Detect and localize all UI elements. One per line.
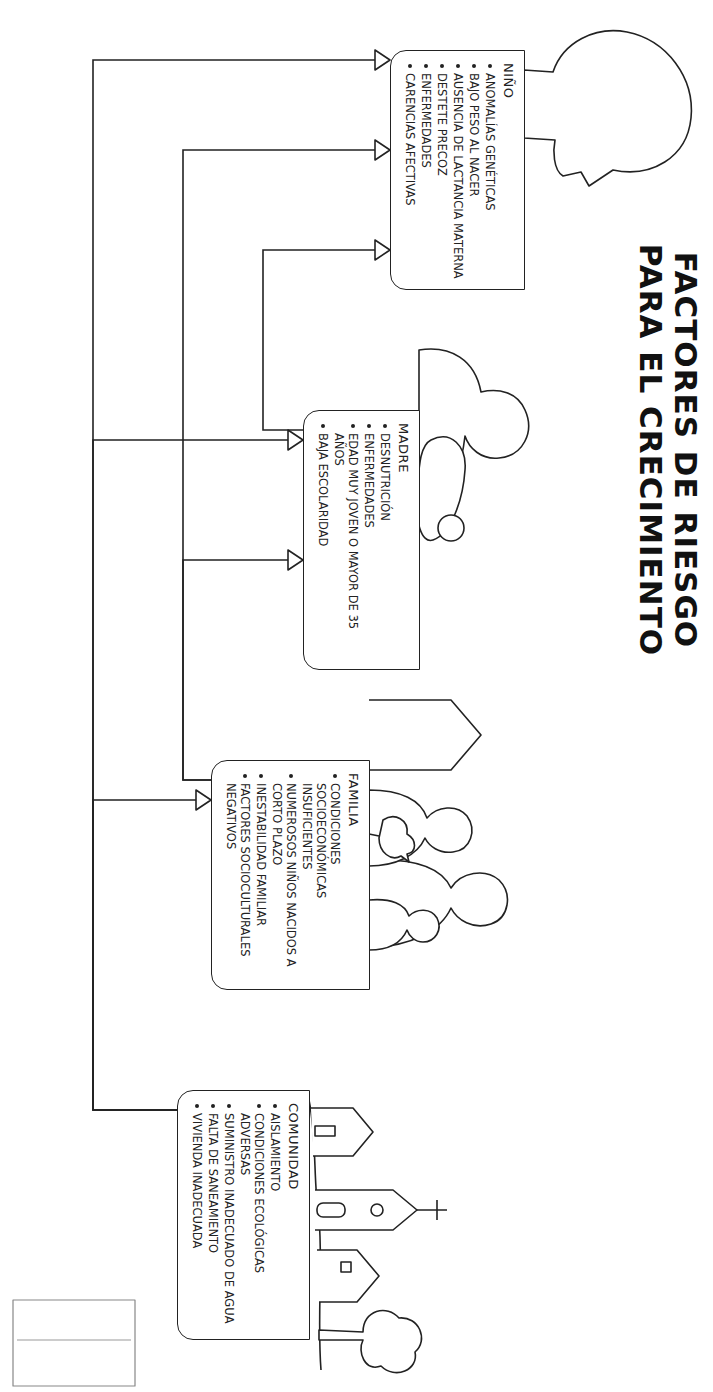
risk-text: ANOMALÍAS GENÉTICAS [483, 73, 497, 211]
church-door [317, 1203, 345, 1217]
bullet [227, 1104, 231, 1108]
church-window [371, 1204, 383, 1216]
library-stamp [13, 1300, 135, 1386]
risk-item: AISLAMIENTO [268, 1103, 282, 1329]
bullet [289, 774, 293, 778]
risk-text: CARENCIAS AFECTIVAS [403, 73, 417, 206]
risk-text: ENFERMEDADES [419, 73, 433, 168]
box-heading: MADRE [395, 423, 411, 659]
child-head [524, 31, 691, 186]
risk-box: MADREDESNUTRICIÓNENFERMEDADESEDAD MUY JO… [303, 410, 420, 670]
risk-item: FACTORES SOCIOCULTURALES NEGATIVOS [224, 773, 252, 979]
box-heading: COMUNIDAD [285, 1103, 301, 1329]
church-cross [417, 1200, 447, 1220]
risk-box: COMUNIDADAISLAMIENTOCONDICIONES ECOLÓGIC… [177, 1090, 310, 1340]
risk-text: CONDICIONES SOCIOECONÓMICAS INSUFICIENTE… [300, 783, 342, 898]
house [317, 1250, 379, 1302]
baby-figure [417, 437, 466, 540]
influence-arrow [263, 240, 390, 430]
library-stamp [17, 1340, 131, 1341]
bullet [472, 64, 476, 68]
risk-text: BAJA ESCOLARIDAD [316, 433, 330, 546]
bullet [243, 774, 247, 778]
bullet [488, 64, 492, 68]
risk-item: VIVIENDA INADECUADA [190, 1103, 204, 1329]
risk-item: BAJA ESCOLARIDAD [316, 423, 330, 659]
risk-text: NUMEROSOS NIÑOS NACIDOS A CORTO PLAZO [270, 783, 298, 967]
risk-item: NUMEROSOS NIÑOS NACIDOS A CORTO PLAZO [270, 773, 298, 979]
house-door [315, 1126, 335, 1136]
risk-item: CARENCIAS AFECTIVAS [403, 63, 417, 279]
bullet [367, 424, 371, 428]
bullet [424, 64, 428, 68]
influence-arrow [93, 430, 303, 1110]
risk-item: FALTA DE SANEAMIENTO [206, 1103, 220, 1329]
risk-item: CONDICIONES ECOLÓGICAS ADVERSAS [238, 1103, 266, 1329]
house-window [341, 1262, 351, 1272]
risk-text: FACTORES SOCIOCULTURALES NEGATIVOS [224, 783, 252, 956]
risk-text: AUSENCIA DE LACTANCIA MATERNA [451, 73, 465, 279]
risk-text: VIVIENDA INADECUADA [190, 1113, 204, 1248]
bullet [351, 424, 355, 428]
church [315, 1190, 417, 1230]
chicken-legs [369, 834, 379, 836]
bullet [257, 1104, 261, 1108]
risk-text: AISLAMIENTO [268, 1113, 282, 1191]
bullet [440, 64, 444, 68]
bullet [321, 424, 325, 428]
risk-item: CONDICIONES SOCIOECONÓMICAS INSUFICIENTE… [300, 773, 342, 979]
risk-item: DESNUTRICIÓN [378, 423, 392, 659]
risk-text: CONDICIONES ECOLÓGICAS ADVERSAS [238, 1113, 266, 1273]
risk-item: ANOMALÍAS GENÉTICAS [483, 63, 497, 279]
influence-arrow [93, 50, 390, 1110]
risk-item: DESTETE PRECOZ [435, 63, 449, 279]
risk-text: ENFERMEDADES [362, 433, 376, 528]
risk-item: EDAD MUY JOVEN O MAYOR DE 35 AÑOS [332, 423, 360, 659]
tree [319, 1310, 422, 1372]
risk-item: INESTABILIDAD FAMILIAR [254, 773, 268, 979]
bullet [456, 64, 460, 68]
bullet [383, 424, 387, 428]
risk-text: BAJO PESO AL NACER [467, 73, 481, 197]
risk-text: SUMINISTRO INADECUADO DE AGUA [222, 1113, 236, 1324]
child-figure [369, 900, 439, 950]
risk-item: ENFERMEDADES [362, 423, 376, 659]
risk-text: FALTA DE SANEAMIENTO [206, 1113, 220, 1253]
house [311, 1108, 373, 1156]
risk-item: SUMINISTRO INADECUADO DE AGUA [222, 1103, 236, 1329]
risk-text: EDAD MUY JOVEN O MAYOR DE 35 AÑOS [332, 433, 360, 629]
bullet [333, 774, 337, 778]
risk-box: NIÑOANOMALÍAS GENÉTICASBAJO PESO AL NACE… [390, 50, 525, 290]
bullet [273, 1104, 277, 1108]
box-heading: FAMILIA [345, 773, 361, 979]
risk-item: BAJO PESO AL NACER [467, 63, 481, 279]
risk-box: FAMILIACONDICIONES SOCIOECONÓMICAS INSUF… [211, 760, 370, 990]
box-heading: NIÑO [500, 63, 516, 279]
risk-item: ENFERMEDADES [419, 63, 433, 279]
bullet [408, 64, 412, 68]
bullet [211, 1104, 215, 1108]
chicken [379, 817, 415, 862]
risk-item: AUSENCIA DE LACTANCIA MATERNA [451, 63, 465, 279]
influence-arrow [93, 790, 211, 1110]
influence-arrow [183, 550, 303, 780]
risk-text: INESTABILIDAD FAMILIAR [254, 783, 268, 926]
influence-arrow [183, 140, 390, 780]
bullet [259, 774, 263, 778]
house-outline [369, 700, 481, 770]
risk-text: DESNUTRICIÓN [378, 433, 392, 521]
diagram-title: FACTORES DE RIESGO PARA EL CRECIMIENTO [633, 220, 703, 680]
risk-text: DESTETE PRECOZ [435, 73, 449, 176]
bullet [195, 1104, 199, 1108]
baby-head [438, 515, 464, 541]
mother-figure [369, 790, 472, 866]
